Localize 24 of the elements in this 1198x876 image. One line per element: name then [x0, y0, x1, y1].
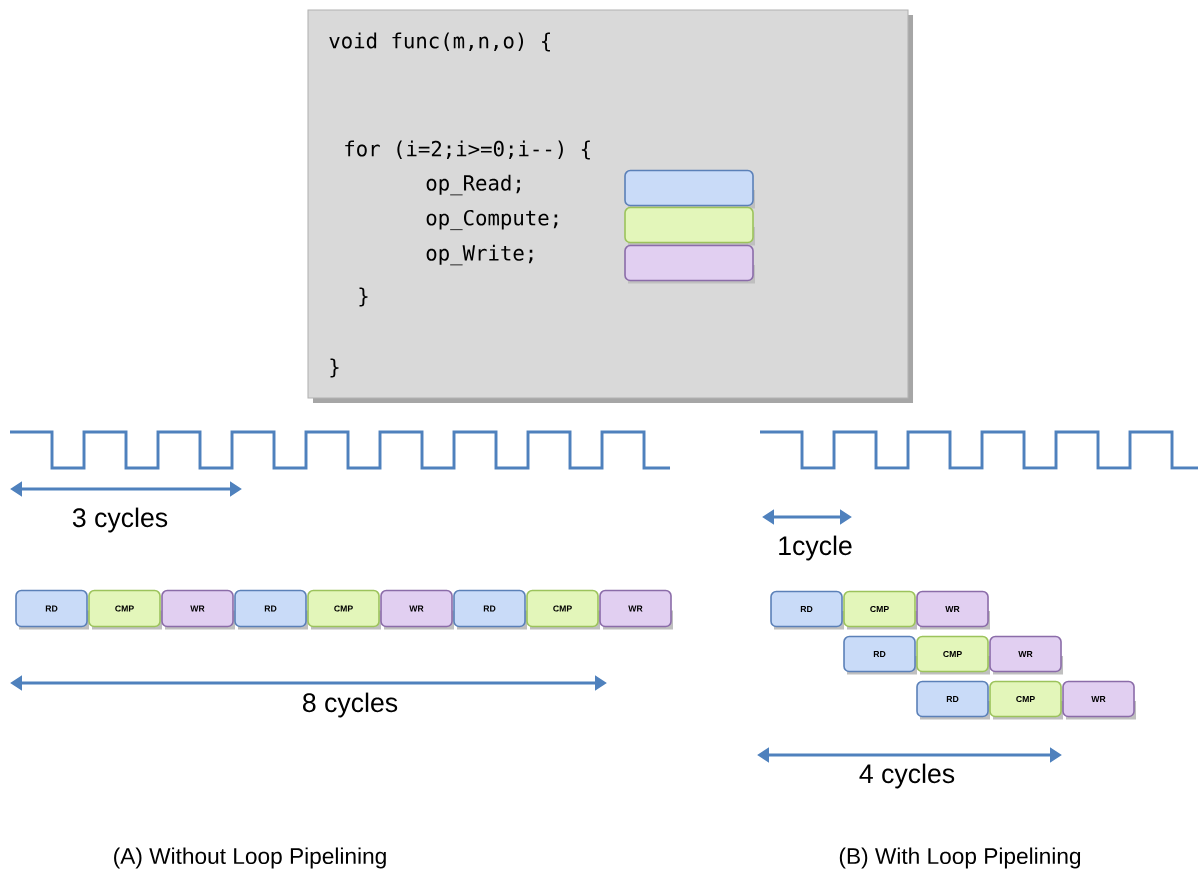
cycle-label: 3 cycles: [72, 507, 168, 533]
cycle-label: 4 cycles: [859, 763, 955, 789]
stage-block: WR: [599, 589, 673, 630]
stage-block: WR: [1062, 680, 1136, 720]
cycle-label: 8 cycles: [303, 692, 398, 718]
stage-block: WR: [916, 590, 990, 630]
stage-block: WR: [380, 589, 454, 630]
stage-block: CMP: [526, 589, 600, 630]
stage-block: CMP: [307, 589, 381, 630]
stage-block: RD: [15, 589, 89, 630]
stage-block: RD: [916, 680, 990, 720]
stage-block: RD: [770, 590, 844, 630]
stage-block: WR: [989, 635, 1063, 675]
stage-block: CMP: [843, 590, 917, 630]
stage-block: CMP: [916, 635, 990, 675]
stage-block: RD: [453, 589, 527, 630]
caption: (B) With Loop Pipelining: [839, 847, 1081, 869]
stage-block: CMP: [88, 589, 162, 630]
stage-block: RD: [843, 635, 917, 675]
stage-block: WR: [161, 589, 235, 630]
stage-block: RD: [234, 589, 308, 630]
caption: (A) Without Loop Pipelining: [114, 847, 386, 869]
stage-block: CMP: [989, 680, 1063, 720]
cycle-label: 1cycle: [779, 535, 852, 561]
